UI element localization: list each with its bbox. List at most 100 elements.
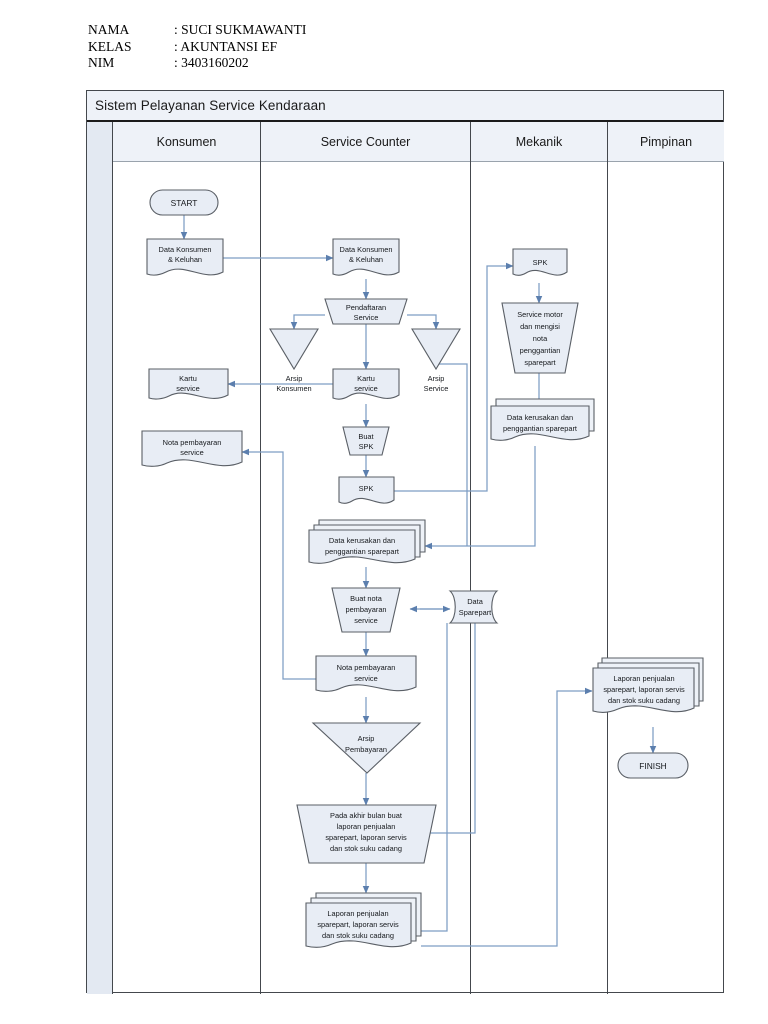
svg-text:service: service — [180, 448, 203, 457]
node-arsip-pembayaran[interactable]: Arsip Pembayaran — [311, 722, 422, 774]
node-laporan-buat[interactable]: Pada akhir bulan buat laporan penjualan … — [296, 804, 437, 864]
svg-text:SPK: SPK — [359, 442, 374, 451]
info-value-kelas: : AKUNTANSI EF — [174, 38, 278, 54]
svg-text:Pembayaran: Pembayaran — [345, 745, 387, 754]
edge-pendaftaran-to-arsip-konsumen — [290, 314, 325, 330]
swimlane-konsumen: Konsumen — [113, 122, 261, 994]
node-finish[interactable]: FINISH — [617, 752, 689, 779]
svg-text:sparepart, laporan servis: sparepart, laporan servis — [317, 920, 399, 929]
svg-text:SPK: SPK — [533, 258, 548, 267]
node-data-konsumen-keluhan[interactable]: Data Konsumen & Keluhan — [146, 238, 224, 276]
swimlane-left-band — [87, 122, 113, 994]
info-value-nama: : SUCI SUKMAWANTI — [174, 22, 307, 37]
node-pimpinan-laporan[interactable]: Laporan penjualan sparepart, laporan ser… — [592, 657, 704, 713]
svg-text:& Keluhan: & Keluhan — [349, 255, 383, 264]
node-start[interactable]: START — [149, 189, 219, 216]
node-spk-service-counter[interactable]: SPK — [338, 476, 395, 504]
node-arsip-konsumen[interactable]: Arsip Konsumen — [269, 328, 319, 393]
edge-sc-nota-to-k-nota — [241, 448, 333, 680]
svg-text:penggantian sparepart: penggantian sparepart — [503, 424, 577, 433]
flowchart-canvas: START Data Konsumen & Keluhan Kartu serv… — [141, 189, 704, 948]
svg-text:Arsip: Arsip — [428, 374, 445, 383]
svg-text:Service: Service — [354, 313, 379, 322]
edge-arsip-service-rail — [436, 363, 468, 546]
node-pendaftaran-service[interactable]: Pendaftaran Service — [324, 298, 408, 325]
svg-text:sparepart, laporan servis: sparepart, laporan servis — [603, 685, 685, 694]
node-nota-pembayaran-konsumen[interactable]: Nota pembayaran service — [141, 430, 243, 467]
swimlane-service-counter: Service Counter — [261, 122, 471, 994]
svg-text:service: service — [176, 384, 199, 393]
svg-text:Kartu: Kartu — [357, 374, 375, 383]
swimlane-label-konsumen: Konsumen — [156, 134, 217, 149]
svg-text:Nota pembayaran: Nota pembayaran — [337, 663, 396, 672]
svg-text:dan mengisi: dan mengisi — [520, 322, 560, 331]
edge-sc-spk-to-mk-spk — [394, 262, 514, 492]
info-label-nim: NIM — [88, 55, 115, 70]
edge-mk-data-to-sc-data-kerusakan — [424, 446, 536, 550]
flowchart-title: Sistem Pelayanan Service Kendaraan — [95, 98, 326, 113]
info-label-nama: NAMA — [88, 22, 130, 37]
swimlane-mekanik: Mekanik — [471, 122, 608, 994]
svg-text:Pada akhir bulan buat: Pada akhir bulan buat — [330, 811, 402, 820]
node-data-sparepart[interactable]: Data Sparepart — [448, 590, 499, 624]
swimlane-label-pimpinan: Pimpinan — [639, 134, 693, 149]
info-value-nim: : 3403160202 — [174, 55, 249, 70]
svg-text:Laporan penjualan: Laporan penjualan — [613, 674, 674, 683]
node-service-motor[interactable]: Service motor dan mengisi nota pengganti… — [501, 302, 579, 374]
svg-text:Arsip: Arsip — [286, 374, 303, 383]
swimlane-header-pimpinan: Pimpinan — [608, 122, 724, 162]
svg-text:SPK: SPK — [359, 484, 374, 493]
svg-text:Arsip: Arsip — [358, 734, 375, 743]
svg-text:sparepart: sparepart — [524, 358, 555, 367]
svg-text:FINISH: FINISH — [639, 761, 666, 771]
svg-text:Data: Data — [467, 597, 484, 606]
svg-text:laporan penjualan: laporan penjualan — [337, 822, 396, 831]
node-kartu-service-counter[interactable]: Kartu service — [332, 368, 400, 400]
svg-text:Data Konsumen: Data Konsumen — [340, 245, 393, 254]
node-mk-data-kerusakan[interactable]: Data kerusakan dan penggantian sparepart — [490, 398, 595, 441]
node-arsip-service[interactable]: Arsip Service — [411, 328, 461, 393]
edge-laporan-doc-to-pimpinan — [421, 687, 593, 947]
svg-text:Buat: Buat — [358, 432, 373, 441]
info-label-kelas: KELAS — [88, 38, 132, 54]
svg-text:Service motor: Service motor — [517, 310, 563, 319]
info-row-nim: NIM : 3403160202 — [88, 55, 508, 72]
svg-text:Laporan penjualan: Laporan penjualan — [327, 909, 388, 918]
node-sc-data-kerusakan[interactable]: Data kerusakan dan penggantian sparepart — [308, 519, 426, 564]
swimlane-header-konsumen: Konsumen — [113, 122, 260, 162]
svg-text:Pendaftaran: Pendaftaran — [346, 303, 386, 312]
flowchart-title-bar: Sistem Pelayanan Service Kendaraan — [87, 91, 723, 122]
svg-text:Konsumen: Konsumen — [276, 384, 311, 393]
swimlane-header-service-counter: Service Counter — [261, 122, 470, 162]
node-spk-mekanik[interactable]: SPK — [512, 248, 568, 276]
node-kartu-service-konsumen[interactable]: Kartu service — [148, 368, 229, 400]
svg-text:dan stok suku cadang: dan stok suku cadang — [330, 844, 402, 853]
svg-text:nota: nota — [533, 334, 548, 343]
edge-sparepart-rail-to-laporan-doc — [409, 623, 448, 935]
svg-text:dan stok suku cadang: dan stok suku cadang — [322, 931, 394, 940]
swimlane-label-service-counter: Service Counter — [320, 134, 411, 149]
edge-data-sparepart-to-laporan-buat — [409, 623, 476, 837]
svg-text:Kartu: Kartu — [179, 374, 197, 383]
svg-text:& Keluhan: & Keluhan — [168, 255, 202, 264]
svg-text:Data kerusakan dan: Data kerusakan dan — [329, 536, 395, 545]
svg-text:penggantian sparepart: penggantian sparepart — [325, 547, 399, 556]
edge-pendaftaran-to-arsip-service — [407, 314, 440, 330]
flowchart-frame: Sistem Pelayanan Service Kendaraan Konsu… — [86, 90, 724, 994]
svg-text:Sparepart: Sparepart — [459, 608, 491, 617]
svg-text:Data Konsumen: Data Konsumen — [159, 245, 212, 254]
swimlane-label-mekanik: Mekanik — [515, 134, 563, 149]
info-row-nama: NAMA : SUCI SUKMAWANTI — [88, 22, 508, 39]
node-sc-laporan-doc[interactable]: Laporan penjualan sparepart, laporan ser… — [305, 892, 422, 948]
svg-text:Nota pembayaran: Nota pembayaran — [163, 438, 222, 447]
connector-layer — [180, 215, 657, 947]
swimlane-header-mekanik: Mekanik — [471, 122, 607, 162]
svg-text:START: START — [171, 198, 198, 208]
node-buat-nota-pembayaran[interactable]: Buat nota pembayaran service — [331, 587, 401, 633]
node-buat-spk[interactable]: Buat SPK — [342, 426, 390, 456]
svg-text:sparepart, laporan servis: sparepart, laporan servis — [325, 833, 407, 842]
svg-text:service: service — [354, 674, 377, 683]
node-sc-data-konsumen-keluhan[interactable]: Data Konsumen & Keluhan — [332, 238, 400, 276]
svg-text:pembayaran: pembayaran — [345, 605, 386, 614]
node-sc-nota-pembayaran[interactable]: Nota pembayaran service — [315, 655, 417, 692]
